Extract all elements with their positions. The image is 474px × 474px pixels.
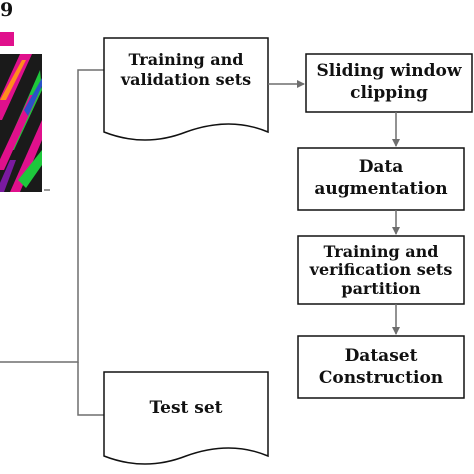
corner-label: 9 — [0, 0, 14, 21]
dataset-construction-box — [297, 335, 465, 399]
connector-to-training — [0, 69, 104, 363]
partition-box — [297, 235, 465, 305]
data-augmentation-box — [297, 147, 465, 211]
test-set-box — [103, 371, 269, 465]
connector-to-test — [77, 362, 104, 416]
sliding-window-clipping-box — [305, 53, 473, 113]
input-image-thumbnail — [0, 32, 50, 192]
image-pink-tab — [0, 32, 14, 46]
image-stripes — [0, 54, 42, 192]
training-validation-sets-box — [103, 37, 269, 141]
